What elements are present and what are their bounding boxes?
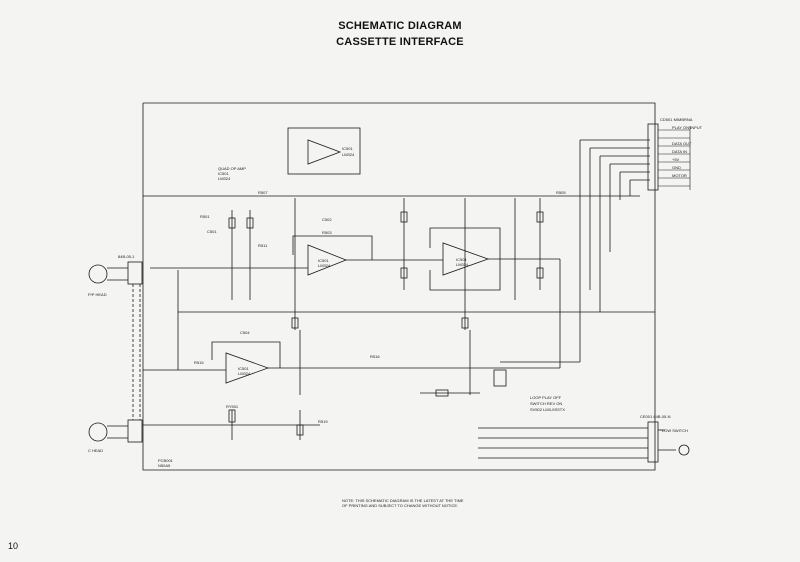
connector-bottom-body — [647, 421, 659, 463]
opamp-right-symbol — [442, 242, 490, 276]
opamp-spare-symbol — [307, 139, 342, 165]
play-jack-label: 84B-05-1 — [118, 254, 135, 259]
connector-bottom-label: CE001 84B-05-N — [640, 414, 671, 419]
connector-top-pin-6: GND — [672, 165, 681, 170]
opamp-mid-ref: IC501 — [318, 258, 329, 263]
pcb-label-2: N50A5 — [158, 463, 171, 468]
page-number: 10 — [8, 541, 19, 551]
opamp-low-symbol — [225, 352, 270, 384]
opamp-right-ref: IC501 — [456, 257, 467, 262]
relay-label: RY501 — [226, 404, 239, 409]
play-head-label: P/P HEAD — [88, 292, 107, 297]
c-top-label: C502 — [322, 217, 332, 222]
connector-top-pin-3: DATA OUT — [672, 141, 692, 146]
page-title: SCHEMATIC DIAGRAM — [338, 20, 462, 32]
connector-top-pin-5: +5V — [672, 157, 680, 162]
r-lowmid-label: R516 — [370, 354, 380, 359]
pcb-label-1: PCB001 — [158, 458, 174, 463]
connector-top-pin-1: PLAY ON INPUT — [672, 125, 703, 130]
c-left-label: C501 — [207, 229, 217, 234]
r-mid1-label: R511 — [258, 243, 268, 248]
connector-top-pin-4: DATA IN — [672, 149, 687, 154]
r-top2-label: R503 — [322, 230, 332, 235]
connector-top-label: CD501 MIMBRNA — [660, 117, 693, 122]
opamp-low-part: LM324 — [238, 371, 251, 376]
c-low-label: C504 — [240, 330, 250, 335]
motor-note-1: LOOP PLAY OFF — [530, 395, 562, 400]
quad-opamp-box — [287, 127, 361, 175]
note-line-2: OF PRINTING AND SUBJECT TO CHANGE WITHOU… — [342, 503, 459, 508]
quad-opamp-label-1: QUAD OP AMP — [218, 166, 246, 171]
quad-opamp-label-2: IC501 — [218, 171, 229, 176]
r-low-label: R515 — [194, 360, 204, 365]
rec-head-label: C HEAD — [88, 448, 103, 453]
board-outline — [142, 102, 656, 471]
opamp-mid-part: LM324 — [318, 263, 331, 268]
opamp-low-ref: IC501 — [238, 366, 249, 371]
r-top-label: R507 — [258, 190, 268, 195]
page-subtitle: CASSETTE INTERFACE — [336, 36, 464, 48]
quad-opamp-label-3: LM324 — [218, 176, 231, 181]
connector-top-pin-7: MOTOR — [672, 173, 687, 178]
r-right1-label: R505 — [556, 190, 566, 195]
motor-note-2: SWITCH REV ON — [530, 401, 562, 406]
play-head-jack-symbol — [88, 264, 108, 284]
r-bot-label: R519 — [318, 419, 328, 424]
remote-switch-label: LOW SWITCH — [662, 428, 688, 433]
motor-note-3: SV502 LM3-5SSTX — [530, 407, 565, 412]
opamp-spare-part: LM324 — [342, 152, 355, 157]
opamp-mid-symbol — [307, 244, 348, 276]
note-text: NOTE: THIS SCHEMATIC DIAGRAM IS THE LATE… — [342, 498, 464, 508]
connector-top-body — [647, 123, 659, 191]
note-line-1: NOTE: THIS SCHEMATIC DIAGRAM IS THE LATE… — [342, 498, 464, 503]
opamp-spare-ref: IC501 — [342, 146, 353, 151]
opamp-right-part: LM324 — [456, 262, 469, 267]
rec-head-jack-symbol — [88, 422, 108, 442]
r-left-label: R501 — [200, 214, 210, 219]
